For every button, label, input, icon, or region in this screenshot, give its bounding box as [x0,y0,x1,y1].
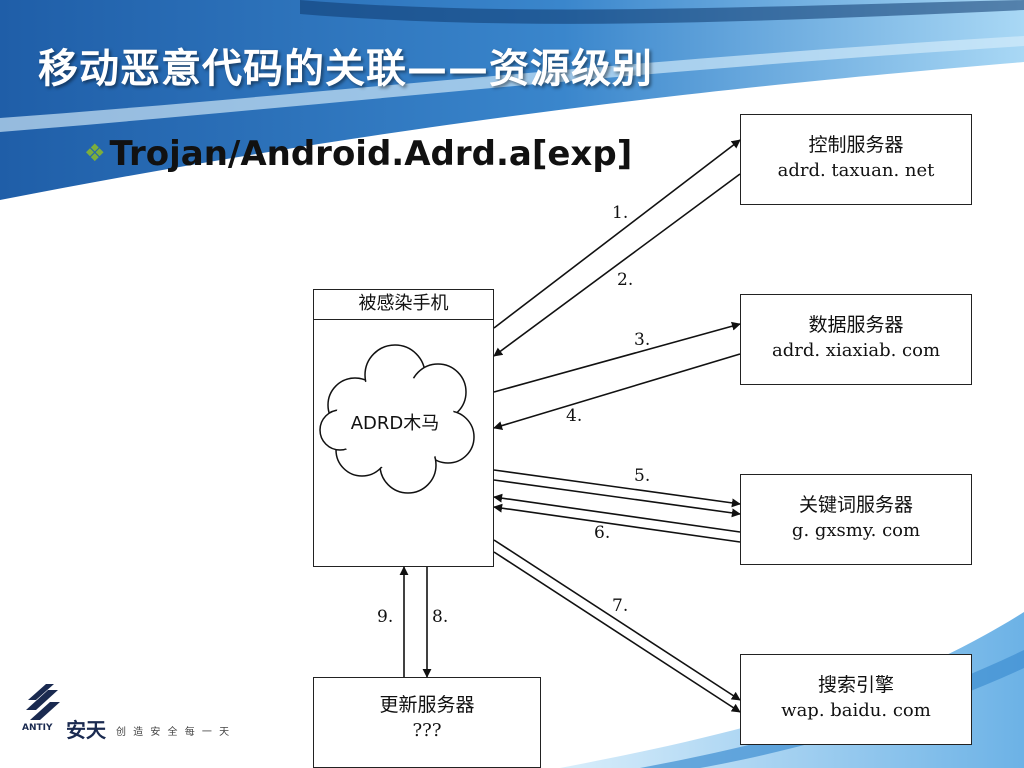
arrow-label-9: 9. [377,607,394,627]
keyword-server-box: 关键词服务器 g. gxsmy. com [740,474,972,565]
search-engine-name: 搜索引擎 [817,674,894,696]
control-server-name: 控制服务器 [808,134,904,156]
infected-phone-title: 被感染手机 [314,290,493,320]
search-engine-box: 搜索引擎 wap. baidu. com [740,654,972,745]
header-dark-stripe [300,0,1024,24]
arrow-label-2: 2. [617,270,634,290]
data-server-host: adrd. xiaxiab. com [771,340,941,361]
keyword-server-host: g. gxsmy. com [791,520,921,541]
search-engine-host: wap. baidu. com [781,700,931,721]
logo-brand-en: ANTIY [22,723,53,733]
header-stripe [0,36,1024,132]
arrow-label-8: 8. [432,607,449,627]
update-server-host: ??? [412,720,442,741]
control-server-host: adrd. taxuan. net [777,160,935,181]
bullet-text: Trojan/Android.Adrd.a[exp] [109,134,633,174]
arrow-label-6: 6. [594,523,611,543]
keyword-server-name: 关键词服务器 [798,494,913,516]
arrow-label-1: 1. [612,203,629,223]
update-server-name: 更新服务器 [379,694,475,716]
data-server-box: 数据服务器 adrd. xiaxiab. com [740,294,972,385]
data-server-name: 数据服务器 [808,314,904,336]
logo-brand-cn: 安天 [66,718,106,742]
update-server-box: 更新服务器 ??? [313,677,541,768]
infected-phone-box: 被感染手机 [313,289,494,567]
header-band [0,0,1024,200]
logo-slogan: 创 造 安 全 每 一 天 [116,727,232,738]
arrow-label-5: 5. [634,466,651,486]
control-server-box: 控制服务器 adrd. taxuan. net [740,114,972,205]
diamond-bullet-icon: ❖ [84,139,106,167]
slide-title: 移动恶意代码的关联——资源级别 [38,46,653,92]
arrow-label-7: 7. [612,596,629,616]
bullet-item: ❖Trojan/Android.Adrd.a[exp] [84,134,632,174]
arrow-label-4: 4. [566,406,583,426]
arrow-label-3: 3. [634,330,651,350]
